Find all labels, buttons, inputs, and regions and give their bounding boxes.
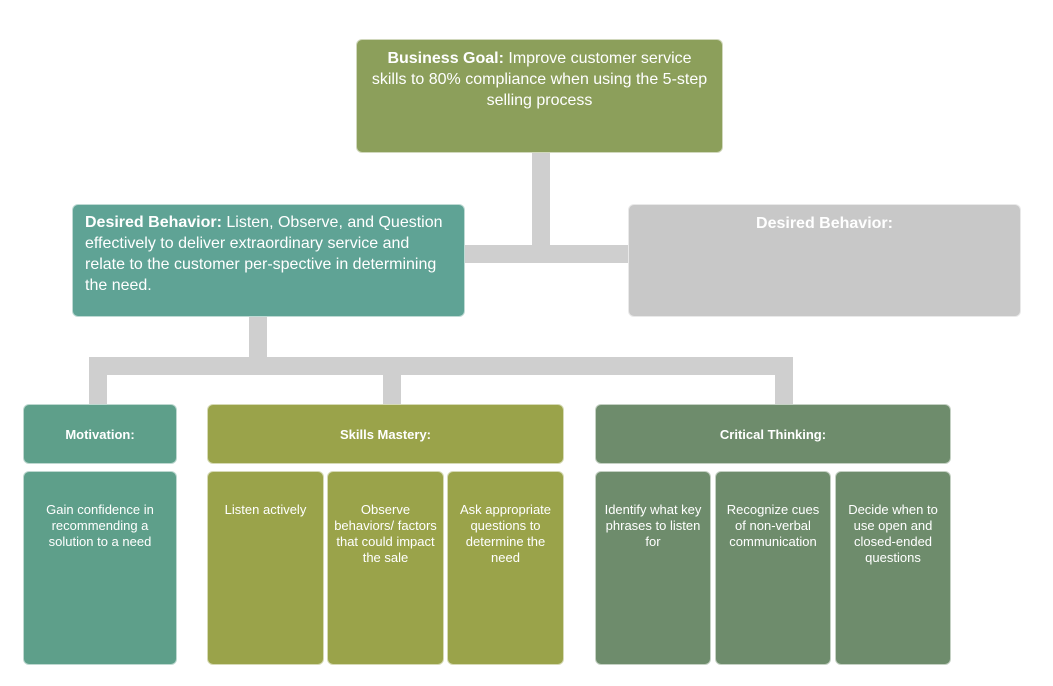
motivation-label: Motivation: xyxy=(65,426,135,442)
critical-item-recognize: Recognize cues of non-verbal communicati… xyxy=(715,471,831,665)
desired-behavior-empty-label: Desired Behavior: xyxy=(756,215,893,232)
skills-item-observe: Observe behaviors/ factors that could im… xyxy=(327,471,444,665)
connector-behavior-down xyxy=(249,317,267,359)
skills-mastery-label: Skills Mastery: xyxy=(339,426,432,442)
connector-goal-down xyxy=(532,153,550,245)
skills-item-listen-text: Listen actively xyxy=(224,502,307,517)
connector-critical-drop xyxy=(775,357,793,404)
motivation-item: Gain confidence in recommending a soluti… xyxy=(23,471,177,665)
motivation-item-text: Gain confidence in recommending a soluti… xyxy=(46,502,154,549)
critical-thinking-label: Critical Thinking: xyxy=(719,426,827,442)
business-goal-box: Business Goal: Improve customer service … xyxy=(356,39,723,153)
business-goal-label: Business Goal: xyxy=(387,50,504,67)
skills-item-listen: Listen actively xyxy=(207,471,324,665)
business-goal-text: Improve customer service skills to 80% c… xyxy=(371,50,708,109)
desired-behavior-text: Listen, Observe, and Question effectivel… xyxy=(85,214,443,294)
connector-categories-horizontal xyxy=(89,357,793,375)
connector-behaviors-horizontal xyxy=(465,245,628,263)
desired-behavior-box-empty: Desired Behavior: xyxy=(628,204,1021,317)
motivation-header: Motivation: xyxy=(23,404,177,464)
desired-behavior-label: Desired Behavior: xyxy=(85,214,222,231)
critical-item-recognize-text: Recognize cues of non-verbal communicati… xyxy=(726,502,820,549)
connector-skills-drop xyxy=(383,357,401,404)
connector-motivation-drop xyxy=(89,357,107,404)
desired-behavior-box: Desired Behavior: Listen, Observe, and Q… xyxy=(72,204,465,317)
critical-item-decide-text: Decide when to use open and closed-ended… xyxy=(848,502,938,565)
skills-item-observe-text: Observe behaviors/ factors that could im… xyxy=(334,502,437,565)
critical-item-decide: Decide when to use open and closed-ended… xyxy=(835,471,951,665)
critical-thinking-header: Critical Thinking: xyxy=(595,404,951,464)
critical-item-identify: Identify what key phrases to listen for xyxy=(595,471,711,665)
critical-item-identify-text: Identify what key phrases to listen for xyxy=(604,502,702,549)
skills-mastery-header: Skills Mastery: xyxy=(207,404,564,464)
skills-item-ask-text: Ask appropriate questions to determine t… xyxy=(459,502,552,565)
skills-item-ask: Ask appropriate questions to determine t… xyxy=(447,471,564,665)
